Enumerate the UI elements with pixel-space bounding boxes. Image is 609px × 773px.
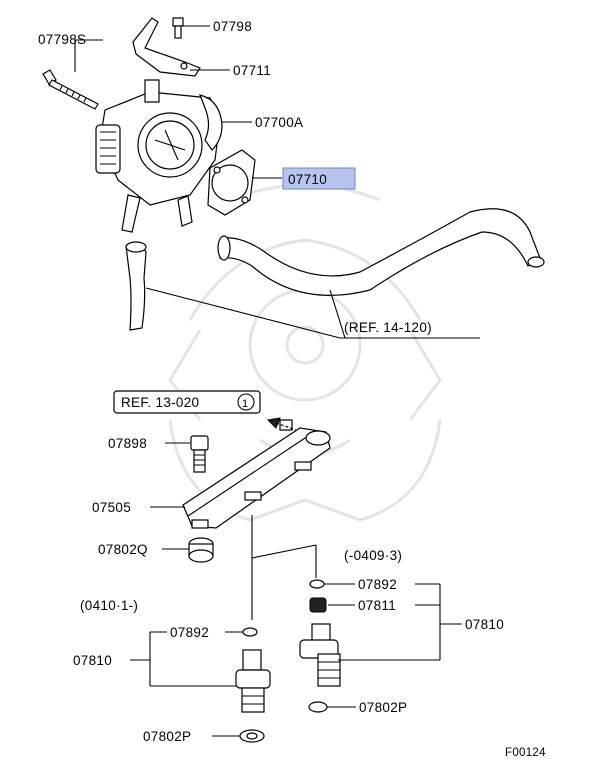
injector-left <box>235 649 271 713</box>
bolt-07798 <box>172 17 184 39</box>
ref-arrow <box>266 417 297 431</box>
small-hose <box>125 241 147 331</box>
ref-circle-marker <box>237 393 255 411</box>
label-range-0410: (0410·1-) <box>80 598 138 613</box>
o-ring-07892-b <box>242 627 258 637</box>
long-hose <box>217 208 545 296</box>
label-07892-a[interactable]: 07892 <box>358 577 397 592</box>
throttle-body-07700a <box>95 79 223 233</box>
label-07810-b[interactable]: 07810 <box>73 653 112 668</box>
fuel-rail-07505 <box>182 419 331 529</box>
label-07710[interactable]: 07710 <box>288 172 327 187</box>
label-07711[interactable]: 07711 <box>233 63 271 78</box>
label-07811[interactable]: 07811 <box>358 598 396 613</box>
bracket-07711 <box>132 17 201 77</box>
label-07892-b[interactable]: 07892 <box>170 625 209 640</box>
collar-07811 <box>309 597 327 613</box>
leader-lines-top <box>74 25 480 339</box>
figure-code: F00124 <box>505 747 546 759</box>
seal-07802p-right <box>308 701 328 713</box>
bolt-07898 <box>190 435 209 473</box>
injector-right <box>299 623 341 687</box>
label-ref-14-120[interactable]: (REF. 14-120) <box>344 320 432 335</box>
bolt-07798s <box>42 69 99 110</box>
seal-07802p-left <box>239 729 265 743</box>
label-ref-13-020[interactable]: REF. 13-020 <box>121 395 199 410</box>
label-07802p-a[interactable]: 07802P <box>359 700 407 715</box>
label-07798s[interactable]: 07798S <box>38 32 86 47</box>
highlight-07710 <box>282 167 356 190</box>
label-07505[interactable]: 07505 <box>92 500 131 515</box>
label-07798[interactable]: 07798 <box>213 19 252 34</box>
label-07700a[interactable]: 07700A <box>255 115 303 130</box>
label-07802q[interactable]: 07802Q <box>98 542 148 557</box>
insulator-07802q <box>188 537 214 563</box>
o-ring-07892-a <box>309 579 325 589</box>
label-07802p-b[interactable]: 07802P <box>143 729 191 744</box>
gasket-07710 <box>207 149 256 216</box>
label-07898[interactable]: 07898 <box>108 436 147 451</box>
leader-lines-lower <box>130 442 462 737</box>
label-range-0409: (-0409·3) <box>344 548 402 563</box>
ref-13-020-box <box>113 390 261 414</box>
label-ref-circle: 1 <box>242 398 248 410</box>
label-07810-a[interactable]: 07810 <box>465 617 504 632</box>
